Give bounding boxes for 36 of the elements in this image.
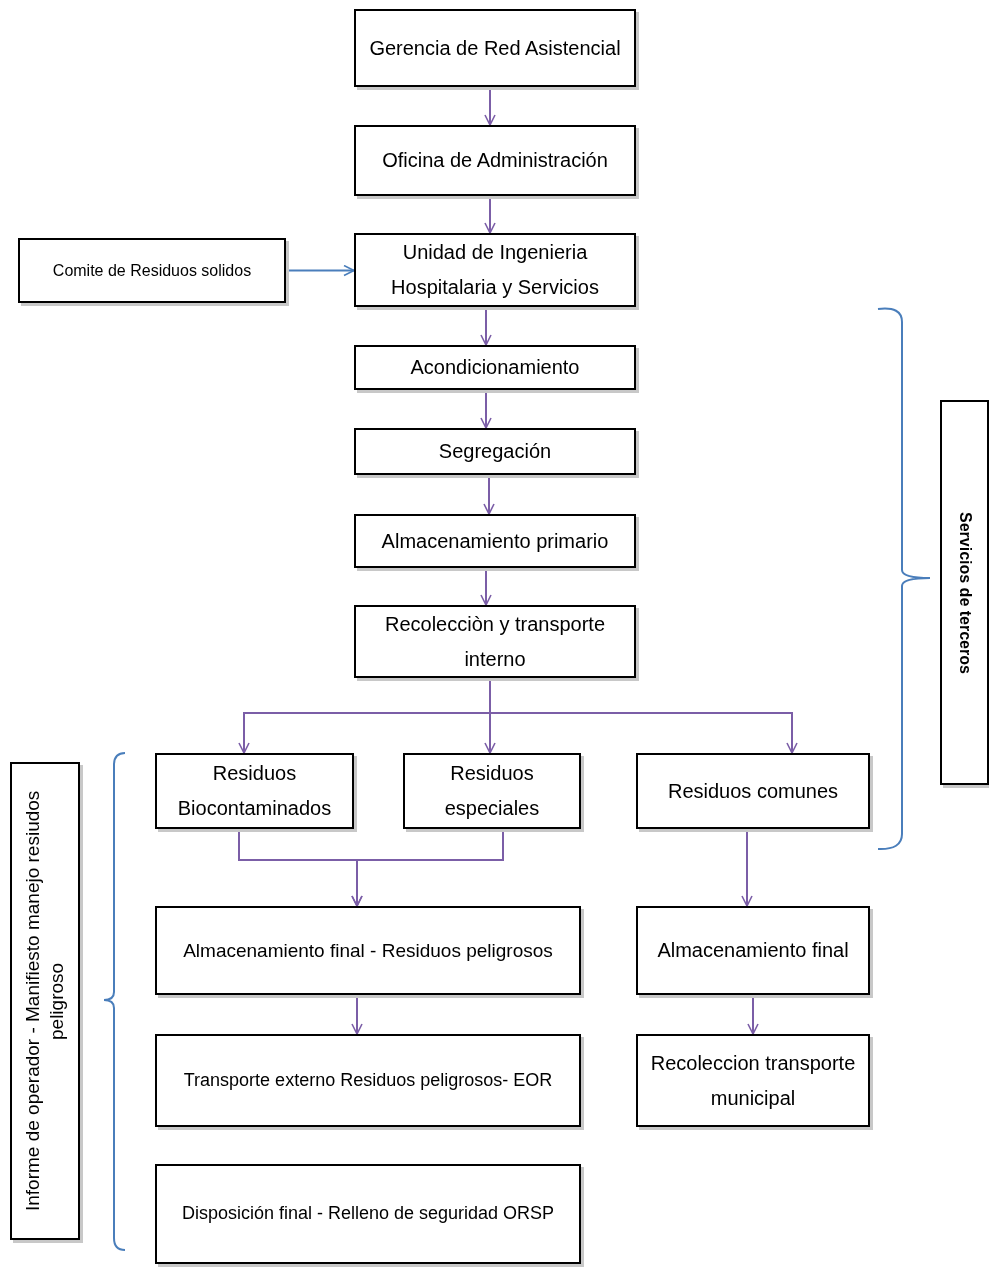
box-label: Unidad de Ingenieria Hospitalaria y Servicios (390, 240, 600, 300)
box-label: Almacenamiento final (656, 938, 850, 963)
box-label: Almacenamiento final - Residuos peligrosos (182, 938, 554, 963)
process-box (636, 753, 870, 829)
process-box (354, 9, 636, 87)
process-box (155, 1034, 581, 1127)
process-box (155, 753, 354, 829)
box-label: Residuos Biocontaminados (176, 761, 333, 821)
process-box (636, 906, 870, 995)
box-label: Residuos especiales (443, 761, 541, 821)
box-label: Almacenamiento primario (380, 528, 610, 554)
box-label: Residuos comunes (666, 778, 840, 804)
process-box (155, 906, 581, 995)
process-box (940, 400, 989, 785)
process-box (155, 1164, 581, 1264)
process-box (354, 125, 636, 196)
box-label: Recoleccion transporte municipal (649, 1050, 857, 1111)
box-label: Segregación (437, 439, 553, 464)
process-box (403, 753, 581, 829)
box-label: Transporte externo Residuos peligrosos- EOR (182, 1068, 554, 1092)
box-label: Acondicionamiento (409, 355, 581, 380)
box-label: Servicios de terceros (955, 511, 975, 674)
process-box (636, 1034, 870, 1127)
box-label: Disposición final - Relleno de seguridad ORSP (180, 1202, 556, 1226)
box-label: Comite de Residuos solidos (51, 260, 253, 281)
process-box (354, 233, 636, 307)
box-label: Recolecciòn y transporte interno (383, 611, 607, 672)
process-box (354, 605, 636, 678)
process-box (354, 514, 636, 568)
box-label: Informe de operador - Manifiesto manejo resiudos peligroso (21, 789, 68, 1214)
process-box (354, 345, 636, 390)
process-box (10, 762, 80, 1240)
process-box (18, 238, 286, 303)
box-label: Gerencia de Red Asistencial (368, 35, 622, 61)
process-box (354, 428, 636, 475)
box-label: Oficina de Administración (381, 148, 609, 173)
